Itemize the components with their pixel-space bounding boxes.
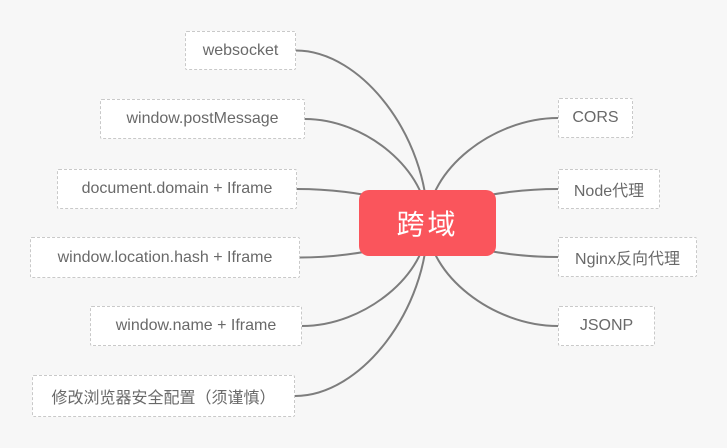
node-websocket[interactable]: websocket [185,31,296,70]
node-document-domain[interactable]: document.domain + Iframe [57,169,297,209]
node-browser-security[interactable]: 修改浏览器安全配置（须谨慎） [32,375,295,417]
root-node-cross-origin[interactable]: 跨域 [359,190,496,256]
node-window-name[interactable]: window.name + Iframe [90,306,302,346]
node-node-proxy[interactable]: Node代理 [558,169,660,209]
node-cors[interactable]: CORS [558,98,633,138]
node-window-location-hash[interactable]: window.location.hash + Iframe [30,237,300,278]
node-window-postmessage[interactable]: window.postMessage [100,99,305,139]
node-jsonp[interactable]: JSONP [558,306,655,346]
node-nginx-reverse-proxy[interactable]: Nginx反向代理 [558,237,697,277]
